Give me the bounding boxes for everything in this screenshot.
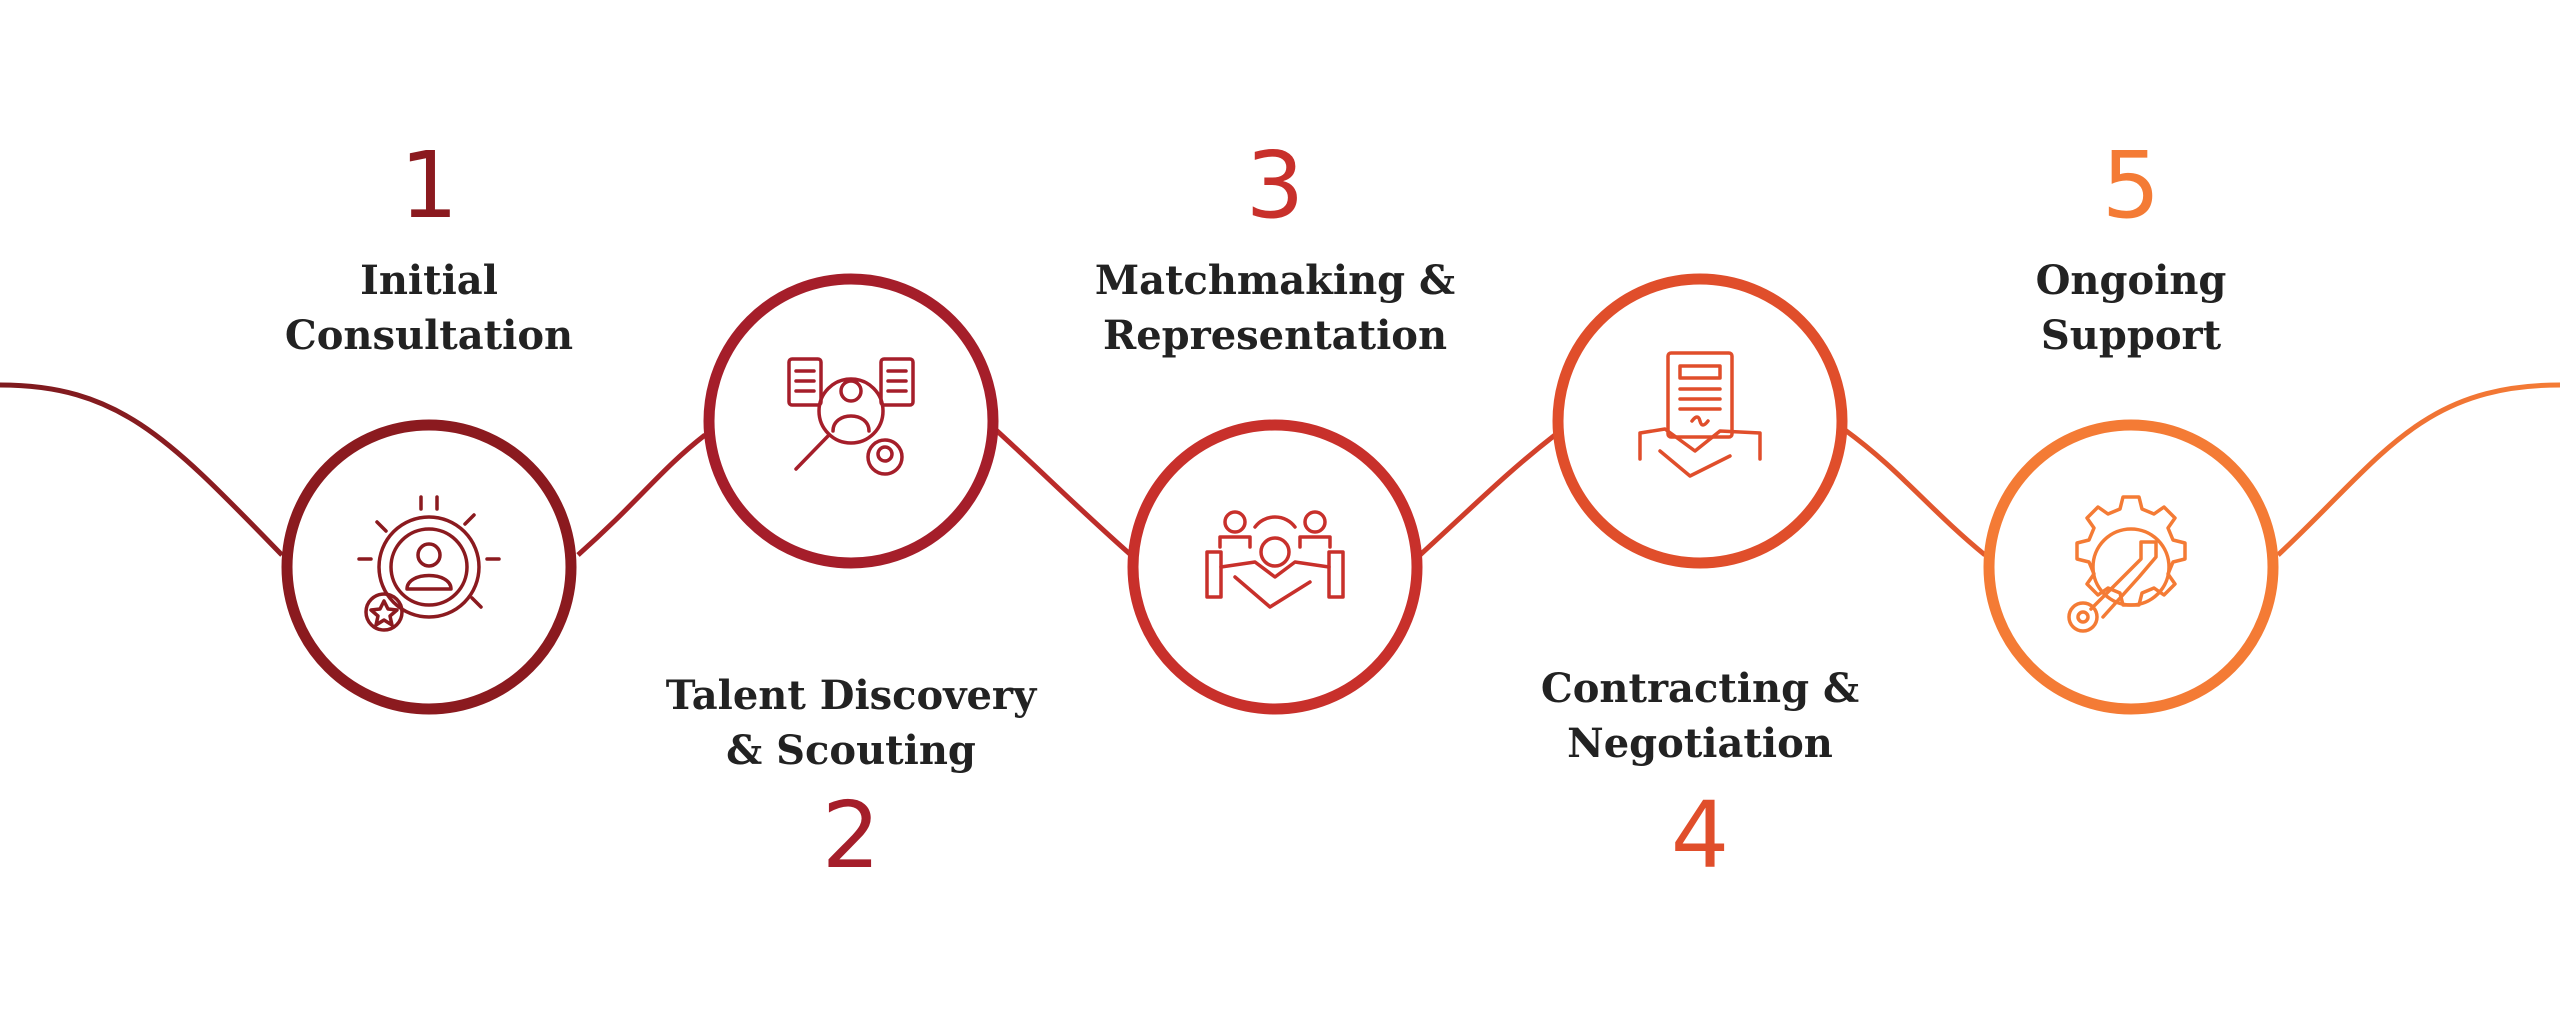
step-5-circle <box>1983 419 2279 715</box>
handshake-team-gear-icon <box>1205 510 1345 609</box>
step-number-1: 1 <box>399 132 459 239</box>
step-title-1-line2: Consultation <box>284 312 574 359</box>
step-title-3-line1: Matchmaking & <box>1094 257 1456 304</box>
step-title-1-line1: Initial <box>360 257 498 304</box>
step-number-3: 3 <box>1245 132 1305 239</box>
step-ring <box>703 273 999 569</box>
step-title-2: Talent Discovery & Scouting <box>591 668 1111 778</box>
step-title-3: Matchmaking & Representation <box>1015 253 1535 363</box>
step-title-2-line1: Talent Discovery <box>665 672 1037 719</box>
step-title-1: Initial Consultation <box>169 253 689 363</box>
step-4-circle <box>1552 273 1848 569</box>
step-title-4: Contracting & Negotiation <box>1440 661 1960 771</box>
wave-line <box>0 382 2560 557</box>
step-title-3-line2: Representation <box>1102 312 1448 359</box>
magnifier-person-documents-icon <box>787 357 915 476</box>
gear-wrench-icon <box>2067 495 2187 633</box>
gear-person-star-icon <box>357 495 501 632</box>
step-1-circle <box>281 419 577 715</box>
step-title-5-line2: Support <box>2040 312 2222 359</box>
step-title-5-line1: Ongoing <box>2035 257 2227 304</box>
step-number-5: 5 <box>2101 132 2161 239</box>
step-title-2-line2: & Scouting <box>726 727 976 774</box>
step-title-4-line2: Negotiation <box>1567 720 1833 767</box>
step-number-2: 2 <box>821 782 881 889</box>
step-number-4: 4 <box>1670 782 1730 889</box>
step-2-circle <box>703 273 999 569</box>
step-title-5: Ongoing Support <box>1871 253 2391 363</box>
step-title-4-line1: Contracting & <box>1540 665 1860 712</box>
contract-handshake-icon <box>1638 351 1762 478</box>
step-3-circle <box>1127 419 1423 715</box>
